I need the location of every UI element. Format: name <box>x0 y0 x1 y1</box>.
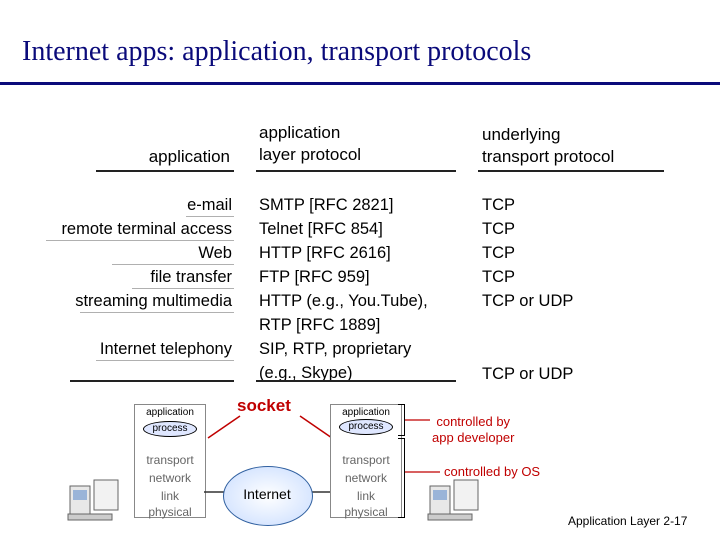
host-computer-icon <box>67 479 119 521</box>
row-rule <box>186 216 234 217</box>
left-layer-physical: physical <box>148 505 192 519</box>
right-application-label: application <box>342 407 390 418</box>
left-layer-link: link <box>160 489 179 503</box>
controlled-by-os-note: controlled by OS <box>444 464 541 479</box>
header-rule-application <box>96 170 234 172</box>
row-rule <box>96 360 234 361</box>
app-protocol: RTP [RFC 1889] <box>259 316 381 334</box>
slide-title: Internet apps: application, transport pr… <box>22 36 532 67</box>
transport-protocol: TCP <box>482 196 515 214</box>
application-name: e-mail <box>187 196 232 214</box>
os-bracket <box>398 438 405 518</box>
section-rule <box>256 380 456 382</box>
socket-label: socket <box>237 396 291 415</box>
developer-bracket <box>398 404 405 436</box>
right-layer-physical: physical <box>344 505 388 519</box>
left-process: process <box>143 421 197 437</box>
left-layer-network: network <box>148 471 192 485</box>
header-rule-app-protocol <box>256 170 456 172</box>
header-transport-protocol: underlying transport protocol <box>482 124 614 168</box>
right-layer-transport: transport <box>342 453 390 467</box>
row-rule <box>132 288 234 289</box>
host-computer-icon <box>427 479 479 521</box>
row-rule <box>112 264 234 265</box>
row-rule <box>46 240 234 241</box>
application-name: remote terminal access <box>61 220 232 238</box>
transport-protocol: TCP <box>482 220 515 238</box>
app-protocol: HTTP (e.g., You.Tube), <box>259 292 428 310</box>
app-protocol: Telnet [RFC 854] <box>259 220 383 238</box>
left-layer-transport: transport <box>146 453 194 467</box>
app-protocol: HTTP [RFC 2616] <box>259 244 391 262</box>
row-rule <box>80 312 234 313</box>
transport-protocol: TCP or UDP <box>482 292 574 310</box>
note-line: controlled by <box>436 414 511 429</box>
controlled-by-developer-note: controlled by app developer <box>432 414 514 446</box>
left-application-label: application <box>146 407 194 418</box>
header-application: application <box>148 147 230 166</box>
application-name: Web <box>198 244 232 262</box>
internet-cloud <box>223 466 313 526</box>
header-transport-line1: underlying <box>482 125 561 144</box>
header-rule-transport <box>478 170 664 172</box>
app-protocol: SIP, RTP, proprietary <box>259 340 412 358</box>
section-rule <box>70 380 234 382</box>
app-protocol: FTP [RFC 959] <box>259 268 370 286</box>
left-protocol-stack: application process transport network li… <box>134 404 206 519</box>
header-app-protocol-line1: application <box>259 123 341 142</box>
internet-label: Internet <box>243 486 291 502</box>
transport-protocol: TCP or UDP <box>482 365 574 383</box>
application-name: file transfer <box>150 268 232 286</box>
right-layer-link: link <box>356 489 375 503</box>
header-app-protocol: application layer protocol <box>259 122 361 166</box>
app-protocol: SMTP [RFC 2821] <box>259 196 394 214</box>
application-name: streaming multimedia <box>75 292 232 310</box>
header-transport-line2: transport protocol <box>482 147 615 166</box>
page-label: Application Layer 2-17 <box>568 514 688 528</box>
header-app-protocol-line2: layer protocol <box>259 145 362 164</box>
right-protocol-stack: application process transport network li… <box>330 404 402 519</box>
application-list: e-mail remote terminal access Web file t… <box>20 193 232 313</box>
app-protocol-list: SMTP [RFC 2821] Telnet [RFC 854] HTTP [R… <box>259 193 428 385</box>
right-layer-network: network <box>344 471 388 485</box>
title-divider <box>0 82 720 85</box>
right-process: process <box>339 419 393 435</box>
transport-protocol-list: TCP TCP TCP TCP TCP or UDP <box>482 193 573 313</box>
app-protocol: (e.g., Skype) <box>259 364 353 382</box>
transport-protocol: TCP <box>482 268 515 286</box>
note-line: app developer <box>432 430 515 445</box>
transport-protocol: TCP <box>482 244 515 262</box>
application-name: Internet telephony <box>99 340 232 358</box>
